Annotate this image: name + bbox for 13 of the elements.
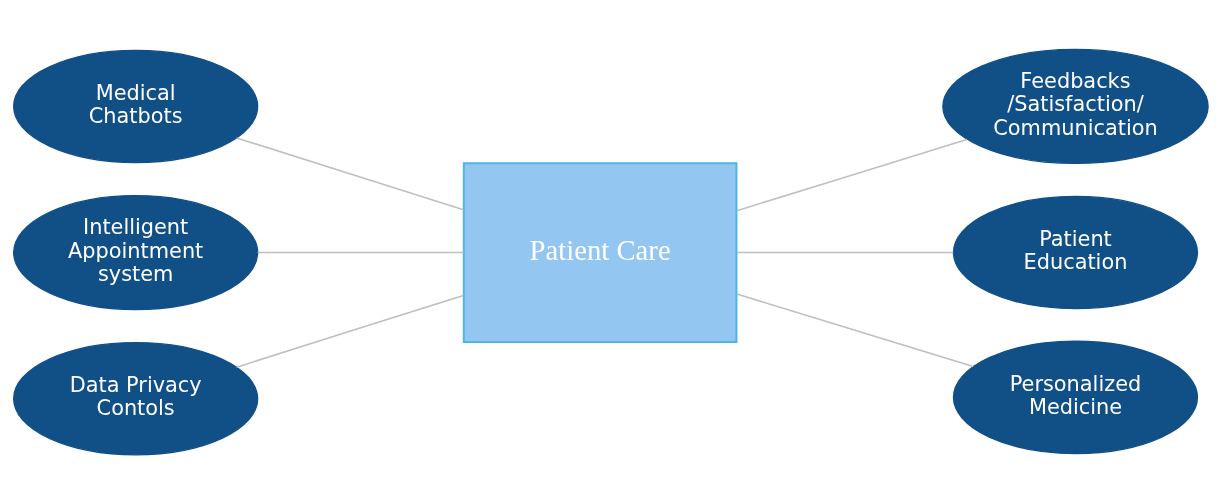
node-box: Patient Care bbox=[462, 161, 738, 343]
connector bbox=[256, 251, 465, 253]
node-ellipse: Intelligent Appointment system bbox=[13, 194, 259, 310]
connector bbox=[736, 292, 975, 367]
node-ellipse: Medical Chatbots bbox=[13, 49, 259, 163]
node-ellipse: Feedbacks /Satisfaction/ Communication bbox=[942, 48, 1209, 164]
connector bbox=[736, 251, 954, 253]
connector bbox=[235, 136, 465, 210]
node-ellipse: Data Privacy Contols bbox=[13, 341, 259, 455]
connector bbox=[736, 138, 968, 211]
node-ellipse: Patient Education bbox=[952, 195, 1199, 309]
node-ellipse: Personalized Medicine bbox=[952, 340, 1199, 454]
connector bbox=[235, 294, 465, 368]
